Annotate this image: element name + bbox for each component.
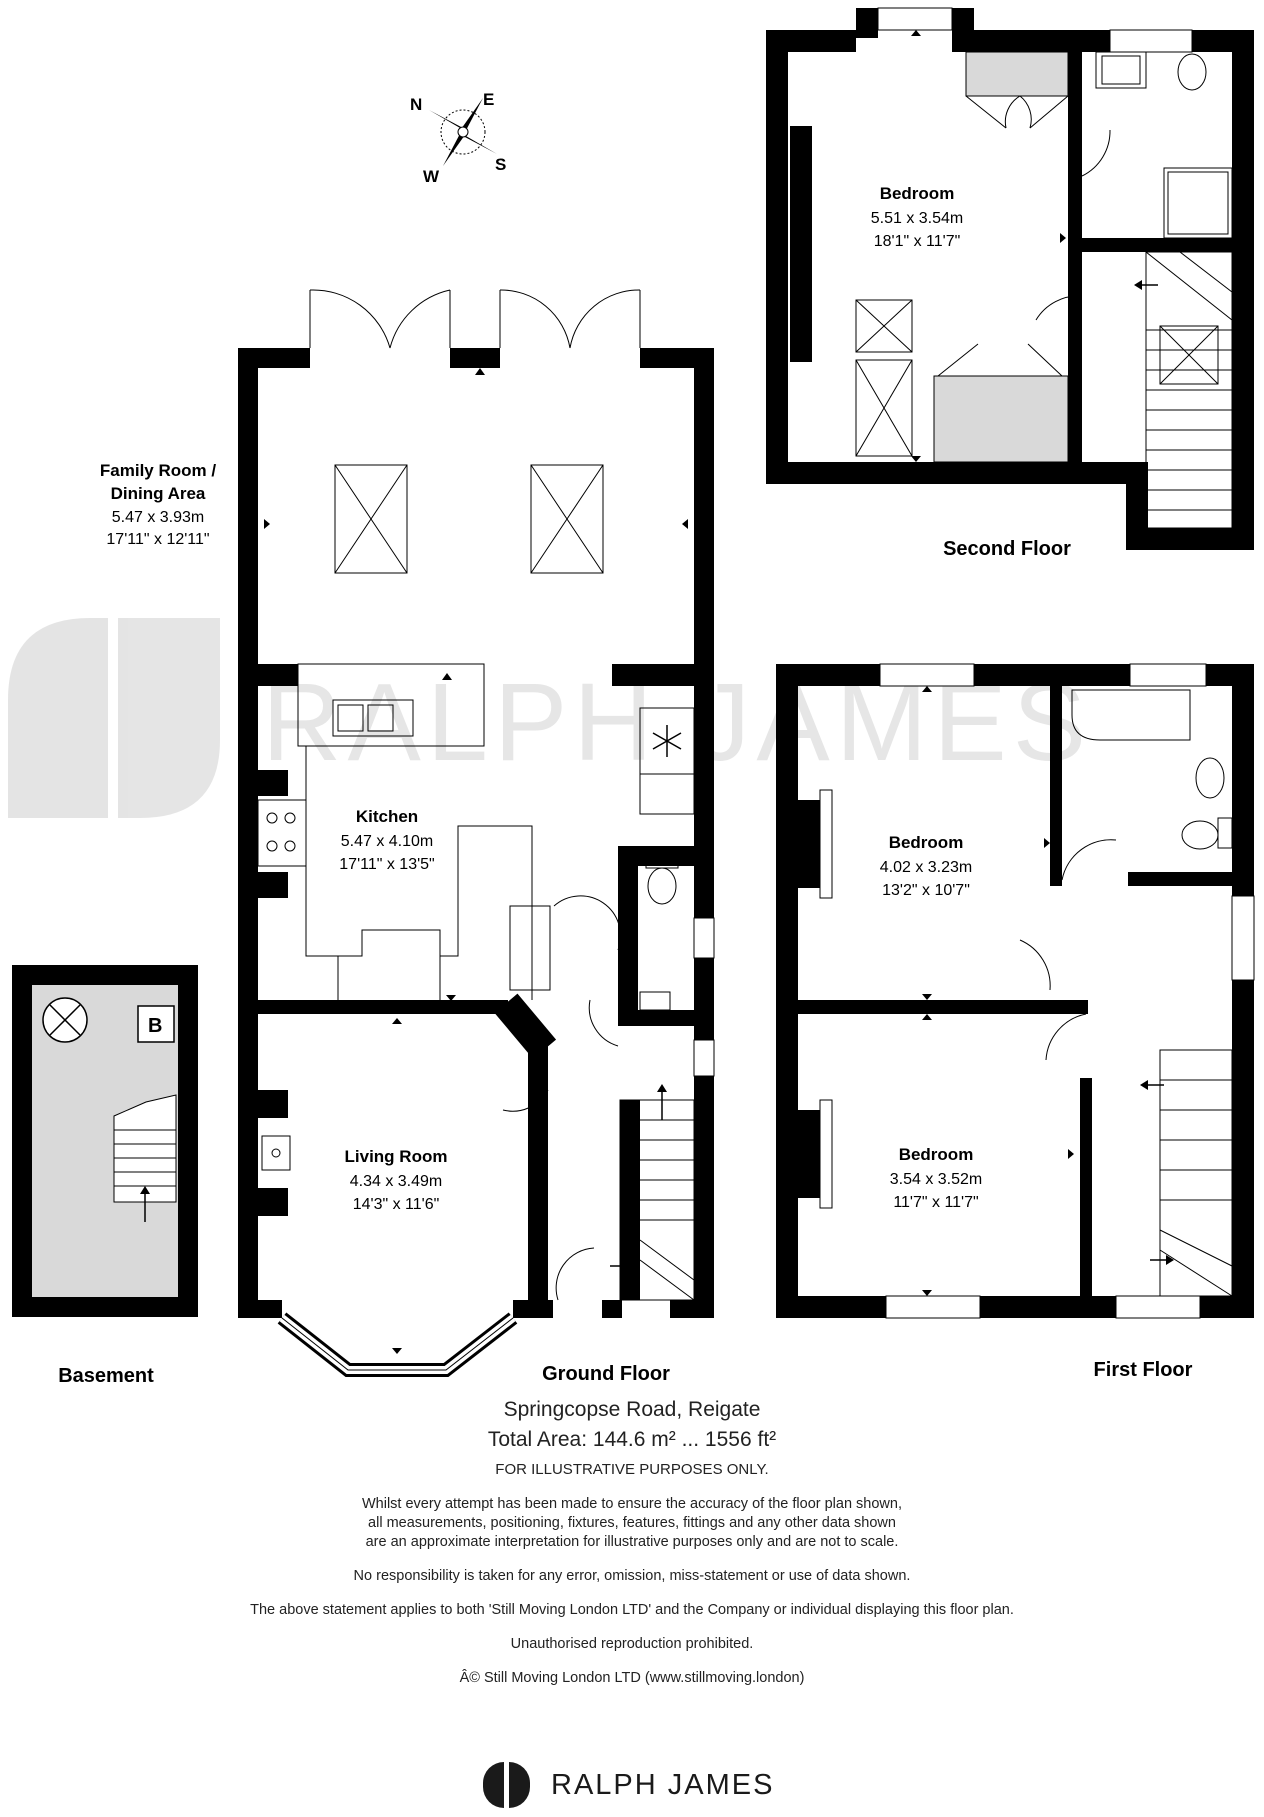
compass-e: E — [483, 90, 494, 109]
second-bedroom-name: Bedroom — [880, 184, 955, 203]
footer: Springcopse Road, Reigate Total Area: 14… — [0, 1395, 1264, 1688]
compass-s: S — [495, 155, 506, 174]
kitchen-name: Kitchen — [356, 807, 418, 826]
disclaimer-line-1: Whilst every attempt has been made to en… — [361, 1496, 902, 1512]
first-bedroom-rear-metric: 4.02 x 3.23m — [880, 859, 973, 876]
living-room-metric: 4.34 x 3.49m — [350, 1173, 443, 1190]
compass: N E S W — [410, 90, 506, 186]
living-room-imperial: 14'3" x 11'6" — [353, 1196, 440, 1213]
first-floor-label: First Floor — [1094, 1359, 1193, 1381]
kitchen-metric: 5.47 x 4.10m — [341, 833, 434, 850]
illustrative-notice: FOR ILLUSTRATIVE PURPOSES ONLY. — [495, 1461, 769, 1478]
family-room-name-line2: Dining Area — [111, 484, 206, 503]
first-bedroom-rear-imperial: 13'2" x 10'7" — [882, 882, 970, 899]
basement-plan: B — [12, 965, 198, 1317]
room-labels: Family Room / Dining Area 5.47 x 3.93m 1… — [100, 184, 982, 1213]
disclaimer-line-3: are an approximate interpretation for il… — [365, 1534, 899, 1550]
compass-n: N — [410, 95, 422, 114]
first-bedroom-front-metric: 3.54 x 3.52m — [890, 1171, 983, 1188]
first-bedroom-front-imperial: 11'7" x 11'7" — [893, 1194, 978, 1211]
compass-w: W — [423, 167, 440, 186]
light-fixture-icon — [42, 997, 88, 1043]
floor-labels: Basement Ground Floor First Floor Second… — [58, 538, 1192, 1387]
unauthorised-notice: Unauthorised reproduction prohibited. — [510, 1636, 754, 1652]
disclaimer-line-2: all measurements, positioning, fixtures,… — [368, 1515, 896, 1531]
snowflake-icon — [652, 725, 682, 757]
second-floor-plan — [766, 7, 1254, 550]
no-responsibility-notice: No responsibility is taken for any error… — [353, 1568, 911, 1584]
boiler-icon — [137, 1005, 175, 1043]
basement-stairs — [113, 1094, 177, 1222]
ground-floor-label: Ground Floor — [542, 1363, 670, 1385]
copyright-notice: Â© Still Moving London LTD (www.stillmov… — [459, 1670, 805, 1686]
ground-floor-plan — [238, 289, 715, 1377]
basement-label: Basement — [58, 1365, 154, 1387]
second-floor-label: Second Floor — [943, 538, 1071, 560]
statement-notice: The above statement applies to both 'Sti… — [250, 1602, 1014, 1618]
brand-logo: RALPH JAMES — [483, 1762, 774, 1808]
family-room-imperial: 17'11" x 12'11" — [106, 531, 209, 548]
second-bedroom-imperial: 18'1" x 11'7" — [874, 233, 961, 250]
second-bedroom-metric: 5.51 x 3.54m — [871, 210, 964, 227]
disclaimer: Whilst every attempt has been made to en… — [282, 1495, 982, 1552]
family-room-metric: 5.47 x 3.93m — [112, 509, 205, 526]
first-floor-plan — [776, 663, 1255, 1319]
boiler-label: B — [148, 1015, 162, 1037]
family-room-name-line1: Family Room / — [100, 461, 216, 480]
brand-name: RALPH JAMES — [551, 1768, 775, 1801]
brand-mark-icon — [483, 1762, 531, 1808]
first-bedroom-rear-name: Bedroom — [889, 833, 964, 852]
property-address: Springcopse Road, Reigate — [503, 1398, 761, 1421]
kitchen-imperial: 17'11" x 13'5" — [339, 856, 434, 873]
watermark: RALPH JAMES — [8, 618, 1086, 818]
living-room-name: Living Room — [345, 1147, 448, 1166]
total-area: Total Area: 144.6 m² ... 1556 ft² — [487, 1428, 777, 1451]
first-bedroom-front-name: Bedroom — [899, 1145, 974, 1164]
